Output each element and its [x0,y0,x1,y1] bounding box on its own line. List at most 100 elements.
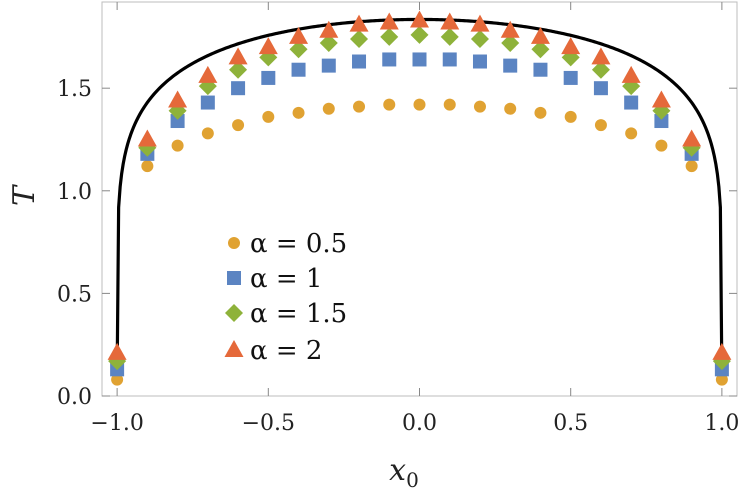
data-point [168,90,188,108]
y-tick-label: 1.0 [57,180,92,205]
data-point [504,102,517,115]
data-point [534,106,547,119]
data-point [170,114,185,129]
legend-item: α = 1.5 [225,299,347,329]
x-tick-label: 1.0 [704,411,739,436]
data-point [229,60,248,79]
data-point [382,52,397,67]
data-point [322,102,335,115]
data-point [350,29,369,48]
y-tick-label: 1.5 [57,77,92,102]
data-point [291,62,306,77]
data-point [319,20,339,38]
series-triangle [107,10,732,360]
data-point [470,29,489,48]
data-point [473,100,486,113]
data-point [715,373,728,386]
data-point [472,54,487,69]
legend-marker [227,271,241,285]
data-point [353,100,366,113]
data-point [501,34,520,53]
legend-label: α = 0.5 [250,229,347,259]
data-point [440,12,460,30]
data-point [352,54,367,69]
data-point [593,81,608,96]
data-point [712,342,732,360]
data-point [594,119,607,132]
data-point [500,20,520,38]
data-point [349,14,369,32]
data-point [200,95,215,110]
data-point [442,52,457,67]
data-point [198,65,218,83]
legend-label: α = 2 [250,336,322,366]
legend: α = 0.5 α = 1 α = 1.5 α = 2 [224,229,347,366]
data-point [591,60,610,79]
data-point [413,98,426,111]
data-point [682,129,702,147]
data-point [655,139,668,152]
data-point [319,34,338,53]
data-point [258,37,278,55]
data-point [289,40,308,59]
data-point [470,14,490,32]
x-axis-title-main: x [389,453,406,488]
legend-label: α = 1.5 [250,299,347,329]
data-point [137,129,157,147]
data-point [531,40,550,59]
legend-item: α = 0.5 [228,229,347,259]
data-point [201,127,214,140]
legend-marker [228,237,240,249]
data-point [379,12,399,30]
data-point [321,58,336,73]
data-point [111,373,124,386]
data-point [561,37,581,55]
data-point [530,26,550,44]
legend-item: α = 2 [224,336,322,366]
data-point [292,106,305,119]
data-point [289,26,309,44]
data-point [651,90,671,108]
data-point [621,65,641,83]
data-point [503,58,518,73]
data-point [591,47,611,65]
data-point [443,98,456,111]
y-tick-label: 0.5 [57,282,92,307]
points-layer [107,10,732,386]
data-point [654,114,669,129]
data-point [141,160,154,173]
legend-item: α = 1 [227,264,322,294]
legend-marker [225,304,243,322]
x-axis-title-sub: 0 [406,468,419,492]
data-point [231,81,246,96]
data-point [412,52,427,67]
data-point [410,25,429,44]
y-tick-label: 0.0 [57,385,92,410]
axis-ticks: −1.0 −0.5 0.0 0.5 1.0 0.0 0.5 1.0 1.5 [57,2,739,436]
data-point [171,139,184,152]
data-point [533,62,548,77]
x-tick-label: −0.5 [242,411,295,436]
series-circle [111,98,728,386]
data-point [440,27,459,46]
legend-marker [224,340,244,357]
data-point [685,160,698,173]
x-tick-label: 0.5 [553,411,588,436]
data-point [624,95,639,110]
x-tick-label: −1.0 [90,411,143,436]
data-point [107,342,127,360]
data-point [380,27,399,46]
data-point [232,119,245,132]
data-point [383,98,396,111]
y-axis-title: T [7,184,42,206]
data-point [228,47,248,65]
data-point [564,110,577,123]
legend-label: α = 1 [250,264,322,294]
data-point [563,70,578,85]
x-tick-label: 0.0 [402,411,437,436]
data-point [261,70,276,85]
data-point [625,127,638,140]
data-point [262,110,275,123]
data-point [410,10,429,28]
